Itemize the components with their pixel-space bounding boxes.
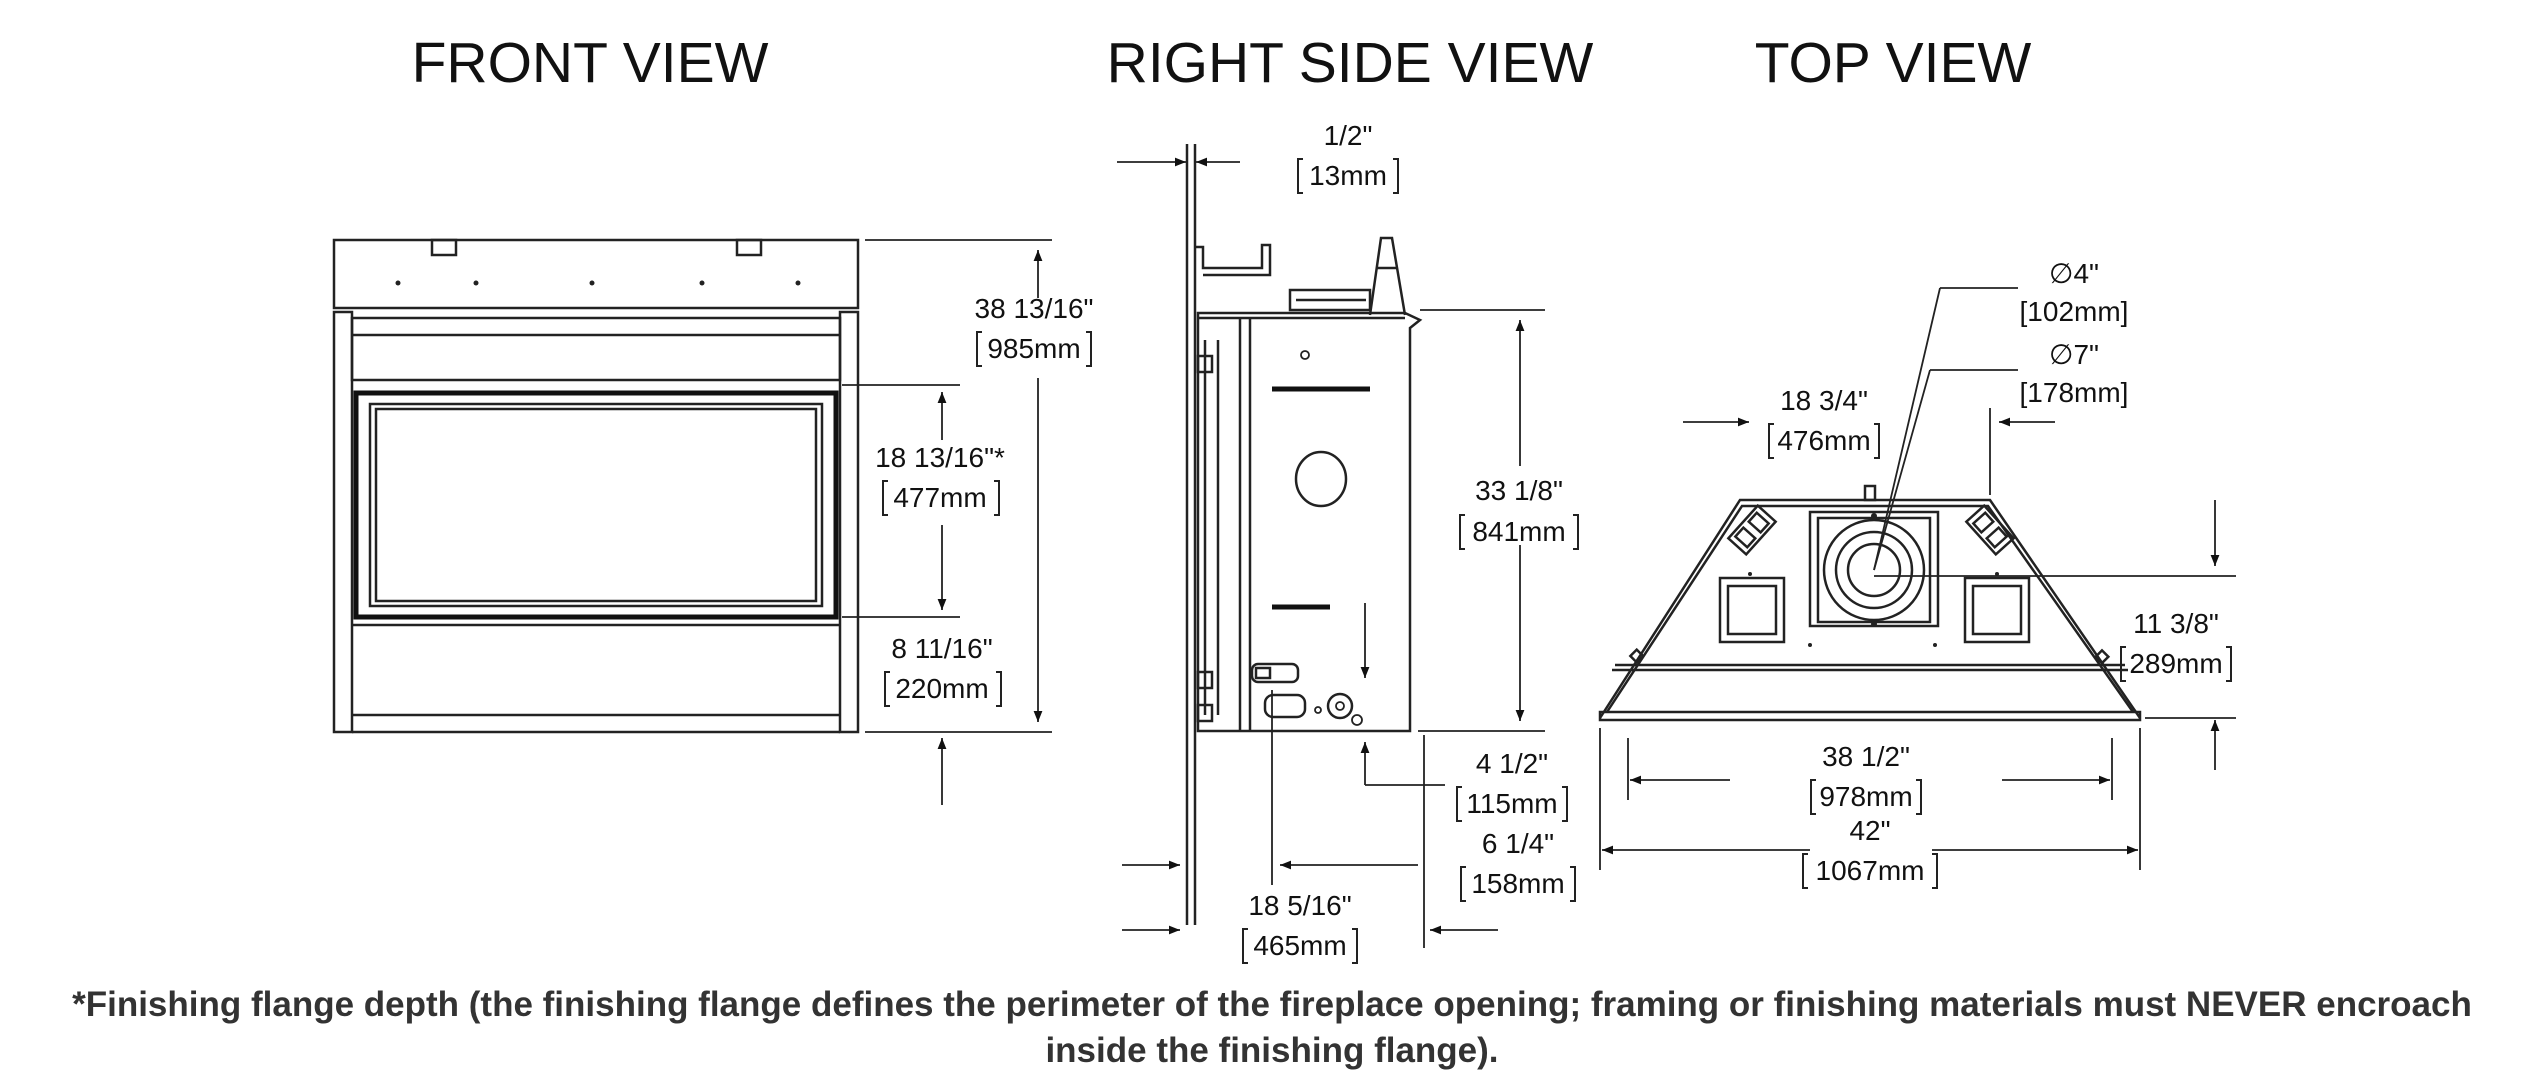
rear-offset-imperial: 6 1/4" xyxy=(1482,828,1554,859)
gas-inlet-offset-metric: 115mm xyxy=(1466,788,1557,819)
side-view-drawing xyxy=(1185,144,1423,925)
rear-offset-metric: 158mm xyxy=(1471,868,1564,899)
overall-height-imperial: 38 13/16" xyxy=(975,293,1094,324)
overall-depth-imperial: 18 5/16" xyxy=(1248,890,1351,921)
vent-center-left-metric: 476mm xyxy=(1777,425,1870,456)
front-view-title: FRONT VIEW xyxy=(412,31,769,95)
overall-height-metric: 985mm xyxy=(987,333,1080,364)
top-view-title: TOP VIEW xyxy=(1755,31,2032,95)
back-width-imperial: 38 1/2" xyxy=(1822,741,1910,772)
front-dimension-lines xyxy=(842,239,1052,805)
side-height-imperial: 33 1/8" xyxy=(1475,475,1563,506)
flange-thickness-metric: 13mm xyxy=(1309,160,1387,191)
flange-thickness-imperial: 1/2" xyxy=(1324,120,1373,151)
front-view-drawing xyxy=(332,238,860,734)
finishing-flange-footnote: *Finishing flange depth (the finishing f… xyxy=(72,985,2472,1070)
gas-inlet-offset-imperial: 4 1/2" xyxy=(1476,748,1548,779)
opening-to-base-imperial: 8 11/16" xyxy=(891,633,992,664)
vent-outer-metric: [178mm] xyxy=(2020,377,2129,408)
overall-width-metric: 1067mm xyxy=(1816,855,1925,886)
opening-to-base-metric: 220mm xyxy=(895,673,988,704)
top-view-drawing xyxy=(1598,484,2142,722)
top-dimension-lines xyxy=(1599,287,2236,870)
overall-width-imperial: 42" xyxy=(1849,815,1890,846)
vent-inner-imperial: ∅4" xyxy=(2049,258,2099,289)
vent-center-front-imperial: 11 3/8" xyxy=(2133,608,2219,639)
vent-center-left-imperial: 18 3/4" xyxy=(1780,385,1868,416)
vent-outer-imperial: ∅7" xyxy=(2049,339,2099,370)
overall-depth-metric: 465mm xyxy=(1253,930,1346,961)
side-dimension-lines xyxy=(1117,157,1545,948)
side-height-metric: 841mm xyxy=(1472,516,1565,547)
vent-inner-metric: [102mm] xyxy=(2020,296,2129,327)
opening-height-imperial: 18 13/16"* xyxy=(875,442,1005,473)
side-view-title: RIGHT SIDE VIEW xyxy=(1107,31,1594,95)
back-width-metric: 978mm xyxy=(1819,781,1912,812)
opening-height-metric: 477mm xyxy=(893,482,986,513)
vent-center-front-metric: 289mm xyxy=(2129,648,2222,679)
